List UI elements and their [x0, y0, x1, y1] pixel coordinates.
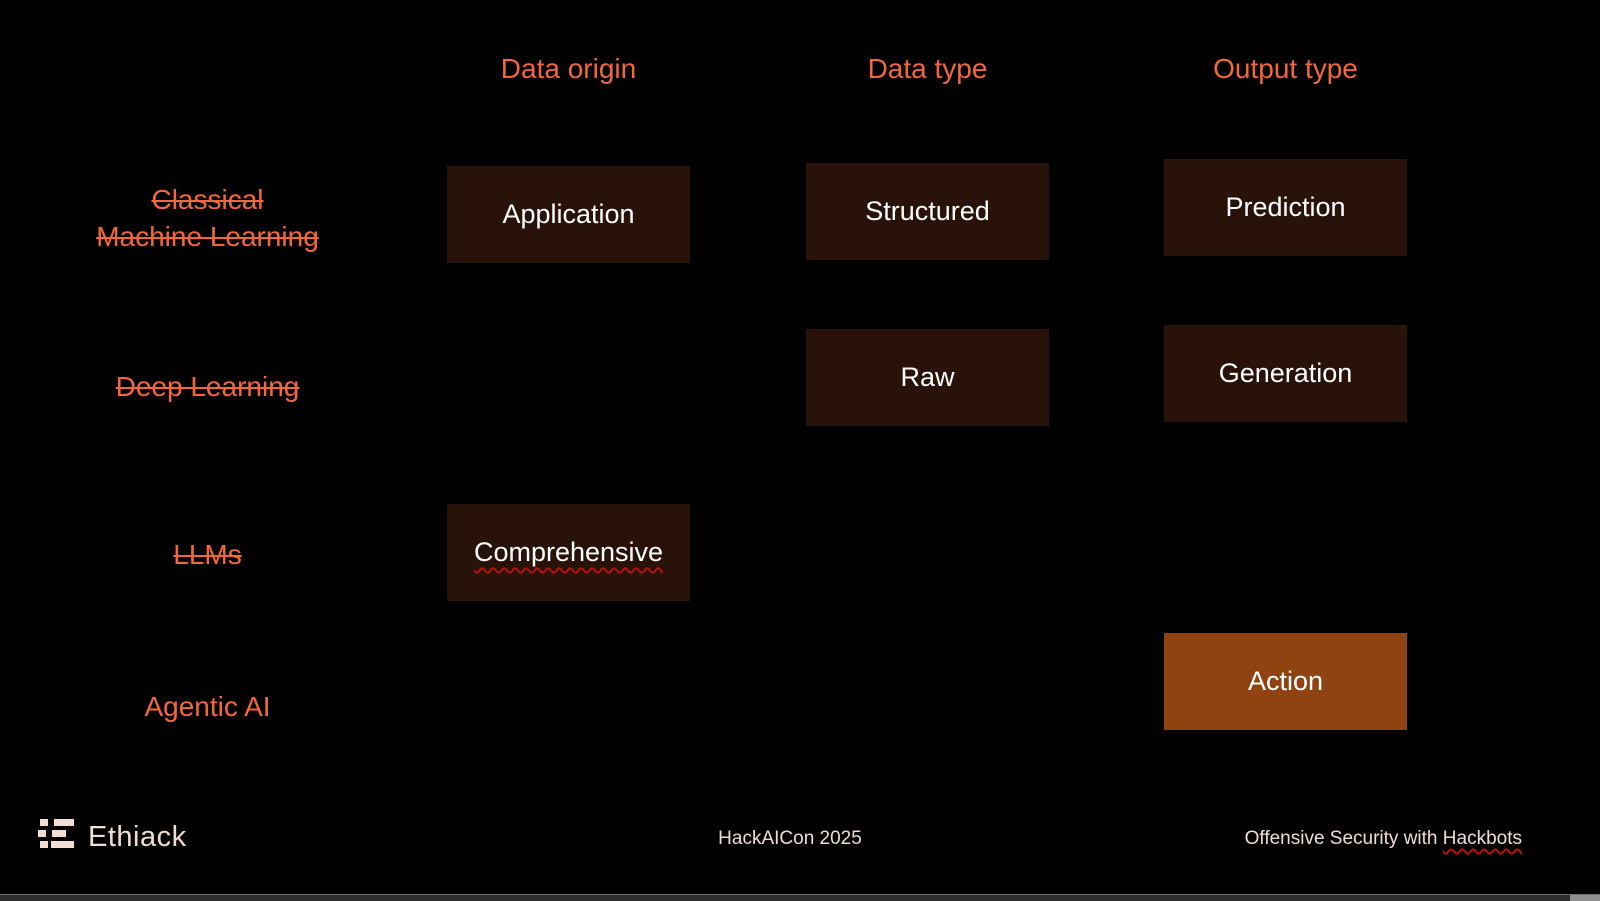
footer-brand: Ethiack	[38, 818, 187, 857]
box-raw: Raw	[806, 329, 1049, 426]
box-structured: Structured	[806, 163, 1049, 260]
footer-talk-title-prefix: Offensive Security with	[1244, 828, 1443, 849]
box-action-highlighted: Action	[1164, 633, 1407, 730]
box-label: Action	[1247, 666, 1324, 696]
row-label-llms: LLMs	[40, 536, 375, 573]
box-prediction: Prediction	[1164, 159, 1407, 256]
row-label-deep-learning: Deep Learning	[40, 368, 375, 405]
footer-talk-title-hackbots: Hackbots	[1442, 828, 1522, 849]
column-header-data-type: Data type	[867, 53, 988, 84]
row-label-line: LLMs	[173, 539, 242, 570]
brand-name: Ethiack	[88, 821, 187, 853]
row-label-line: Agentic AI	[144, 691, 271, 722]
row-label-agentic-ai: Agentic AI	[40, 688, 375, 725]
box-label: Structured	[865, 196, 990, 226]
footer-talk-title: Offensive Security with Hackbots	[1245, 828, 1522, 850]
scrollbar-thumb[interactable]	[1570, 895, 1600, 901]
box-label: Application	[502, 199, 635, 229]
box-label: Prediction	[1225, 192, 1346, 222]
box-label: Raw	[900, 362, 955, 392]
column-header-data-origin: Data origin	[500, 53, 637, 84]
ethiack-logo-icon	[38, 818, 74, 857]
row-label-line: Machine Learning	[96, 221, 319, 252]
box-label: Generation	[1218, 358, 1353, 388]
box-comprehensive: Comprehensive	[447, 504, 690, 601]
footer-event-title: HackAICon 2025	[718, 828, 862, 849]
row-label-line: Classical	[151, 184, 264, 215]
box-application: Application	[447, 166, 690, 263]
box-label: Comprehensive	[473, 537, 664, 567]
row-label-line: Deep Learning	[115, 371, 300, 402]
row-label-classical-machine-learning: Classical Machine Learning	[40, 181, 375, 255]
horizontal-scrollbar[interactable]	[0, 894, 1600, 901]
column-header-output-type: Output type	[1213, 53, 1358, 84]
box-generation: Generation	[1164, 325, 1407, 422]
